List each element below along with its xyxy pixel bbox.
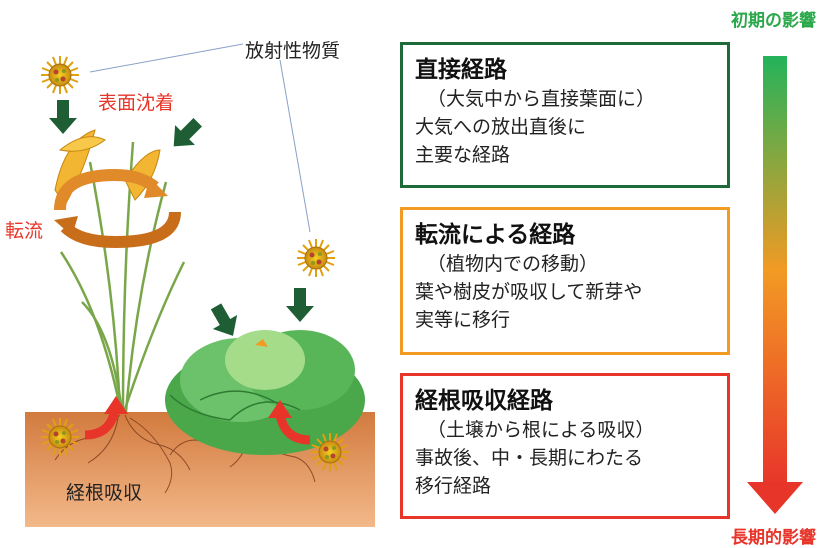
route-line: 実等に移行 [415,309,511,331]
direct-route-box: 直接経路 （大気中から直接葉面に） 大気への放出直後に 主要な経路 [400,42,730,188]
root-uptake-route-box: 経根吸収経路 （土壌から根による吸収） 事故後、中・長期にわたる 移行経路 [400,373,730,519]
route-title: 転流による経路 [415,222,576,248]
route-line: 移行経路 [415,475,492,497]
route-title: 直接経路 [415,57,507,83]
route-line: 葉や樹皮が吸収して新芽や [415,281,643,303]
route-title: 経根吸収経路 [415,388,553,414]
time-gradient-arrow [747,56,803,514]
route-line: （大気中から直接葉面に） [427,88,656,110]
surface-deposition-label: 表面沈着 [98,92,175,114]
translocation-label: 転流 [5,220,44,242]
route-line: 主要な経路 [415,144,511,166]
translocation-route-box: 転流による経路 （植物内での移動） 葉や樹皮が吸収して新芽や 実等に移行 [400,207,730,355]
long-term-influence-label: 長期的影響 [731,528,816,548]
route-line: 大気への放出直後に [415,116,587,138]
root-uptake-label: 経根吸収 [66,482,143,504]
illustration [25,43,375,527]
early-influence-label: 初期の影響 [731,11,816,31]
route-line: （植物内での移動） [427,253,599,275]
route-line: （土壌から根による吸収） [427,419,655,441]
route-line: 事故後、中・長期にわたる [415,447,644,469]
radioactive-label: 放射性物質 [245,40,341,62]
